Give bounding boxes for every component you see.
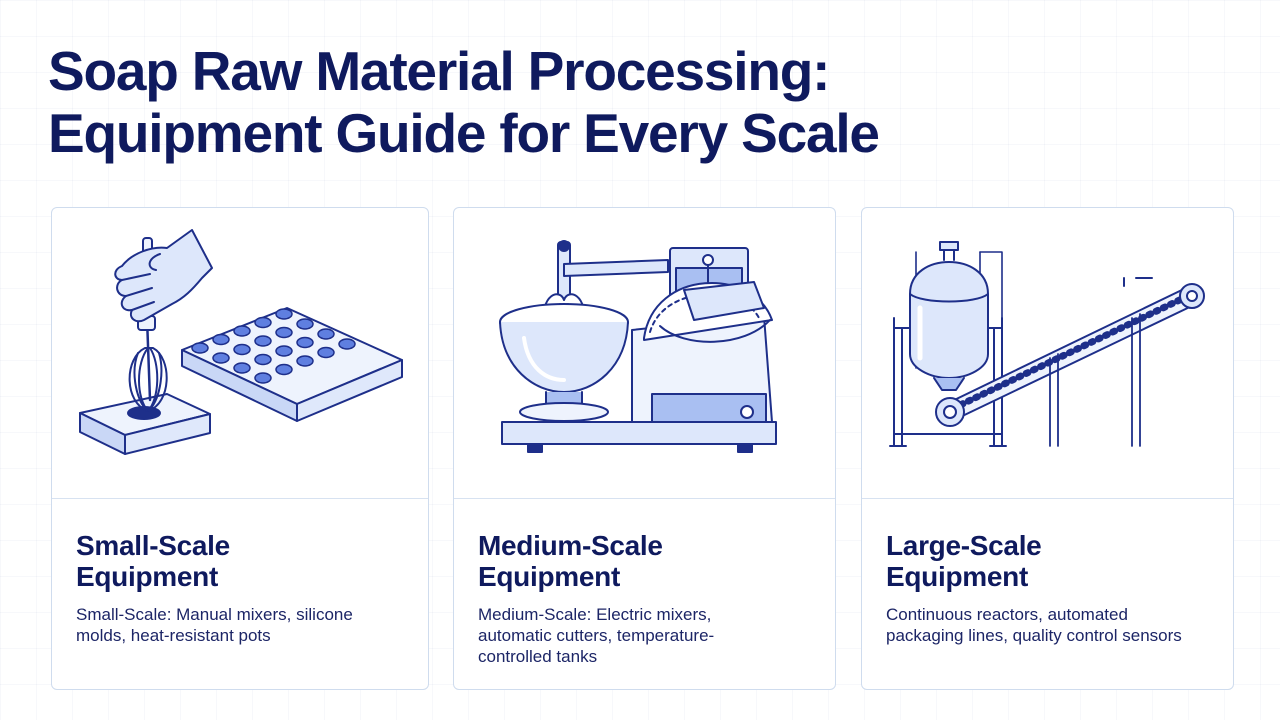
card-large-scale: Large-Scale Equipment Continuous reactor… xyxy=(861,207,1234,690)
card-medium-heading-line-1: Medium-Scale xyxy=(478,530,663,561)
mold-cavity xyxy=(233,325,251,337)
mold-cavity xyxy=(275,326,293,339)
card-large-illustration-panel xyxy=(862,208,1233,499)
mold-cavity xyxy=(317,328,335,340)
mold-cavity xyxy=(233,362,251,374)
card-medium-illustration-panel xyxy=(454,208,835,499)
page-title: Soap Raw Material Processing: Equipment … xyxy=(48,40,880,164)
mold-cavity xyxy=(254,335,272,347)
mold-cavity xyxy=(254,372,272,384)
card-medium-heading: Medium-Scale Equipment xyxy=(478,530,663,592)
mold-cavity xyxy=(296,336,314,349)
mold-cavities xyxy=(191,308,356,384)
card-large-heading-line-1: Large-Scale xyxy=(886,530,1042,561)
card-medium-description: Medium-Scale: Electric mixers, automatic… xyxy=(478,605,715,666)
electric-mixer-icon xyxy=(499,240,669,422)
machine-base-icon xyxy=(501,421,777,453)
page-title-line-2: Equipment Guide for Every Scale xyxy=(48,102,880,164)
mold-cavity xyxy=(212,333,230,346)
card-small-heading-line-1: Small-Scale xyxy=(76,530,230,561)
card-small-scale: Small-Scale Equipment Small-Scale: Manua… xyxy=(51,207,429,690)
machine-cabinet-icon xyxy=(631,315,773,423)
mold-cavity xyxy=(275,363,293,376)
hand-icon xyxy=(114,229,213,323)
continuous-reactor-icon xyxy=(909,241,989,391)
mold-cavity xyxy=(338,338,356,350)
automatic-cutter-icon xyxy=(643,281,773,343)
card-large-description: Continuous reactors, automated packaging… xyxy=(886,605,1182,645)
card-small-heading-line-2: Equipment xyxy=(76,561,218,592)
card-small-illustration-panel xyxy=(52,208,428,499)
mold-cavity xyxy=(254,316,272,329)
mold-cavity xyxy=(212,352,230,364)
mold-cavity xyxy=(275,308,293,320)
medium-scale-equipment-illustration xyxy=(499,240,777,453)
card-small-description: Small-Scale: Manual mixers, silicone mol… xyxy=(76,605,353,645)
mold-cavity xyxy=(296,318,314,330)
automated-packaging-line-icon xyxy=(935,277,1205,447)
card-medium-heading-line-2: Equipment xyxy=(478,561,620,592)
mold-cavity xyxy=(296,355,314,367)
mold-cavity xyxy=(233,343,251,356)
large-scale-equipment-illustration xyxy=(889,241,1205,447)
card-small-heading: Small-Scale Equipment xyxy=(76,530,230,592)
mold-cavity xyxy=(254,353,272,366)
page-title-line-1: Soap Raw Material Processing: xyxy=(48,40,830,102)
mold-cavity xyxy=(317,346,335,359)
silicone-mold-icon xyxy=(181,307,403,422)
card-large-heading: Large-Scale Equipment xyxy=(886,530,1042,592)
mold-cavity xyxy=(191,342,209,354)
card-large-heading-line-2: Equipment xyxy=(886,561,1028,592)
small-scale-equipment-illustration xyxy=(79,229,403,455)
mixing-base-icon xyxy=(79,393,211,455)
card-medium-scale: Medium-Scale Equipment Medium-Scale: Ele… xyxy=(453,207,836,690)
mold-cavity xyxy=(275,345,293,357)
